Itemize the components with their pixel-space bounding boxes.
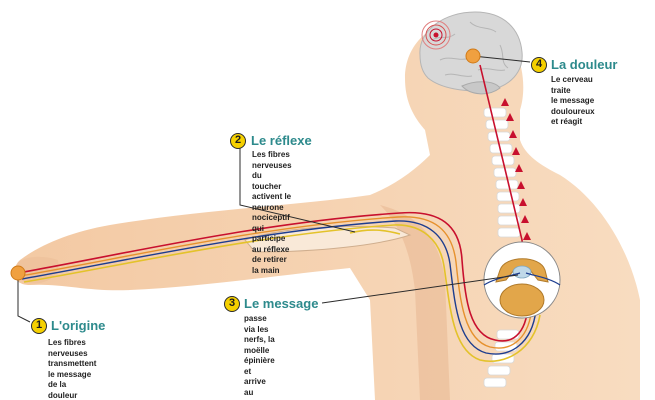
- step-number-badge: 2: [230, 133, 246, 149]
- origin-marker: [10, 265, 26, 281]
- nerve-yellow: [23, 224, 541, 362]
- cerebellum: [461, 81, 501, 95]
- step-title: Le réflexe: [251, 133, 312, 148]
- pain-target-ring-mid: [425, 24, 447, 46]
- step-description: Les fibres nerveuses transmettent le mes…: [48, 338, 97, 400]
- leader-line-2: [239, 148, 356, 233]
- brain-folds: [431, 21, 509, 77]
- shoulder-shadow: [380, 205, 450, 400]
- nerve-orange: [19, 216, 533, 349]
- spine: [483, 107, 521, 388]
- signal-arrows: [501, 98, 531, 240]
- step-number-badge: 3: [224, 296, 240, 312]
- pain-target-ring-inner: [429, 28, 443, 42]
- pain-target-ring-outer: [421, 20, 451, 50]
- body-silhouette: [14, 18, 641, 400]
- leader-line-1: [17, 273, 31, 323]
- step-title: La douleur: [551, 57, 618, 72]
- pain-target-center: [433, 32, 439, 38]
- step-description: Les fibres nerveuses du toucher activent…: [252, 150, 292, 275]
- step-number-badge: 1: [31, 318, 47, 334]
- step-description: Le cerveau traite le message douloureux …: [551, 75, 595, 126]
- leader-line-4: [472, 55, 531, 63]
- step-description: passe via les nerfs, la moëlle épinière …: [244, 314, 275, 400]
- brain-marker: [465, 48, 481, 64]
- nerve-blue: [21, 220, 537, 355]
- spinal-cross-section: [483, 241, 561, 319]
- step-number-badge: 4: [531, 57, 547, 73]
- leader-line-3: [321, 274, 519, 304]
- nerve-red: [17, 64, 529, 342]
- step-title: L'origine: [51, 318, 106, 333]
- step-title: Le message: [244, 296, 319, 311]
